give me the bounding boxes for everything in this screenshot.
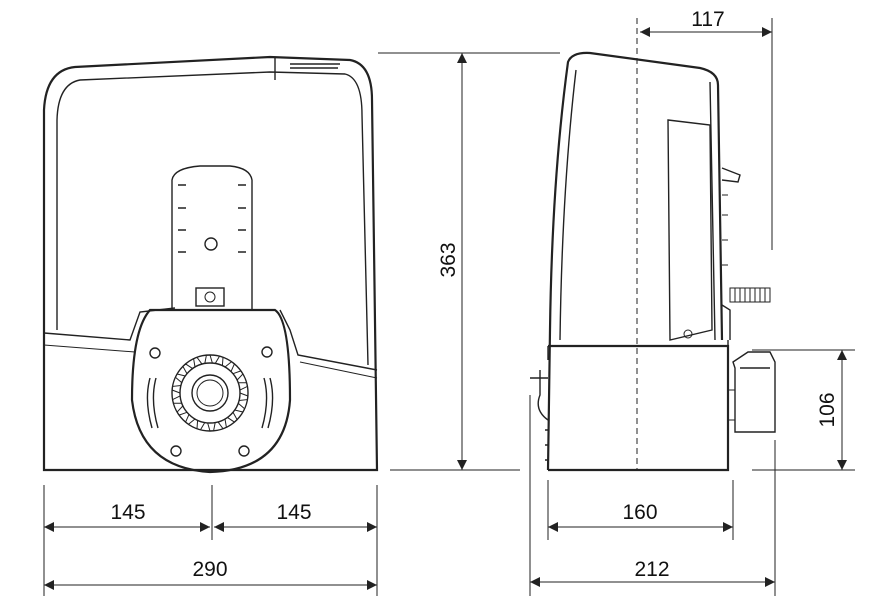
front-cover-inner-line xyxy=(56,71,369,366)
dim-side-depth-total: 212 xyxy=(634,558,669,581)
plate-slot-right xyxy=(261,377,274,429)
dim-base-height: 106 xyxy=(816,392,839,427)
dim-side-depth-base: 160 xyxy=(622,501,657,524)
front-view xyxy=(42,55,379,474)
plate-slot-left xyxy=(146,377,159,429)
front-dimensions: 145 145 290 xyxy=(43,485,378,596)
column-slots xyxy=(178,184,246,253)
dim-top-offset: 117 xyxy=(691,8,724,31)
dim-front-half-right: 145 xyxy=(276,501,311,524)
height-dimension: 363 xyxy=(378,52,560,471)
side-rear-panel xyxy=(667,119,713,341)
side-right-module xyxy=(732,351,776,433)
drive-gear xyxy=(171,354,249,432)
side-dimensions: 117 106 160 212 xyxy=(529,8,855,596)
threaded-rod xyxy=(729,287,771,303)
side-view xyxy=(530,18,776,472)
front-center-column xyxy=(171,165,253,310)
plate-screws xyxy=(149,346,273,457)
front-top-vent xyxy=(274,58,340,80)
column-screw xyxy=(204,237,218,251)
side-base-bracket xyxy=(530,370,549,461)
dim-front-half-left: 145 xyxy=(110,501,145,524)
motor-plate xyxy=(130,308,292,474)
dim-front-width: 290 xyxy=(192,558,227,581)
gear-teeth xyxy=(171,354,249,432)
column-clip xyxy=(195,287,225,307)
front-housing-outline xyxy=(42,55,379,472)
side-housing-outline xyxy=(546,51,724,471)
side-base xyxy=(548,344,730,472)
dim-height: 363 xyxy=(437,242,460,277)
front-base-division xyxy=(43,307,378,371)
